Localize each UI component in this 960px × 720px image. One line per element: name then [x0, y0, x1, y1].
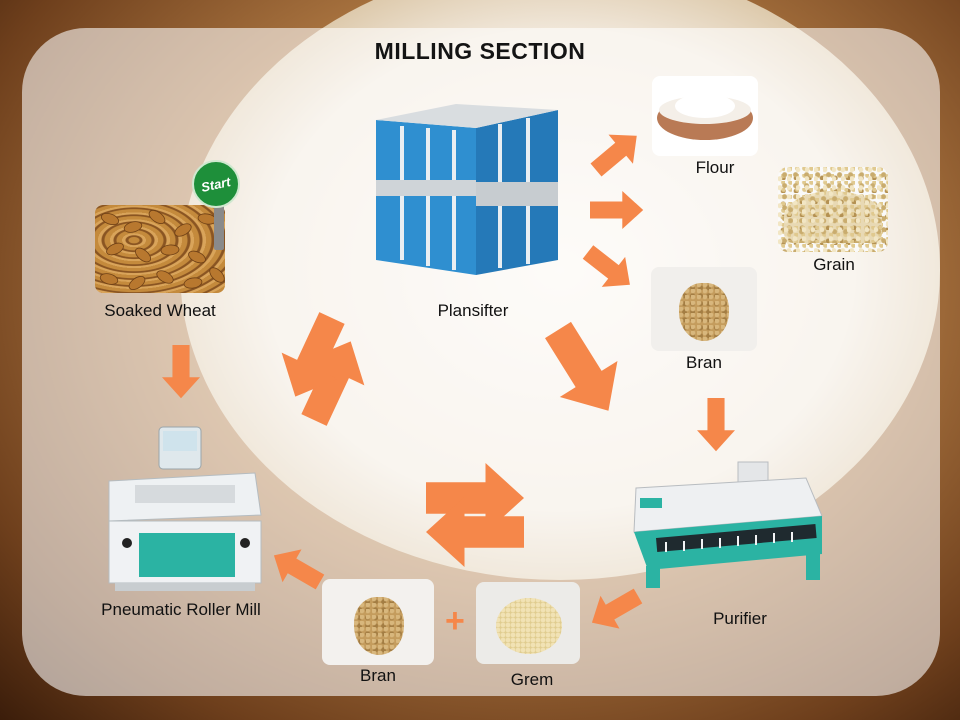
bran-top-label: Bran — [686, 353, 722, 372]
plus-icon: + — [445, 602, 465, 640]
grem-label: Grem — [510, 670, 554, 689]
start-sign-icon: Start — [192, 160, 244, 250]
arrow-plansifter-to-purifier — [529, 311, 638, 429]
plansifter-icon — [376, 104, 558, 275]
roller-mill-label: Pneumatic Roller Mill — [101, 600, 261, 619]
soaked-wheat-photo — [95, 205, 225, 293]
grem-photo — [476, 582, 580, 664]
bran-bottom-label: Bran — [360, 666, 396, 685]
arrow-wheat-to-mill — [162, 345, 200, 399]
grain-label: Grain — [813, 255, 855, 274]
arrow-plansifter-to-grain — [590, 191, 644, 229]
arrow-bran-to-mill — [264, 538, 330, 599]
purifier-icon — [633, 461, 823, 588]
soaked-wheat-label: Soaked Wheat — [104, 301, 216, 320]
flour-label: Flour — [695, 158, 735, 177]
arrow-purifier-to-grem — [582, 579, 648, 640]
roller-mill-icon — [108, 426, 262, 591]
page-title: MILLING SECTION — [374, 38, 586, 64]
grain-photo — [778, 167, 888, 252]
arrow-plansifter-to-flour — [583, 121, 649, 185]
arrow-bran-to-purifier — [697, 398, 735, 452]
plansifter-label: Plansifter — [437, 301, 509, 320]
arrow-plansifter-to-bran — [576, 237, 642, 300]
bran-bottom-photo — [322, 579, 434, 665]
bran-top-photo — [651, 267, 757, 351]
flour-photo — [652, 76, 758, 156]
flour-bowl-icon — [657, 94, 753, 140]
purifier-label: Purifier — [713, 609, 767, 628]
